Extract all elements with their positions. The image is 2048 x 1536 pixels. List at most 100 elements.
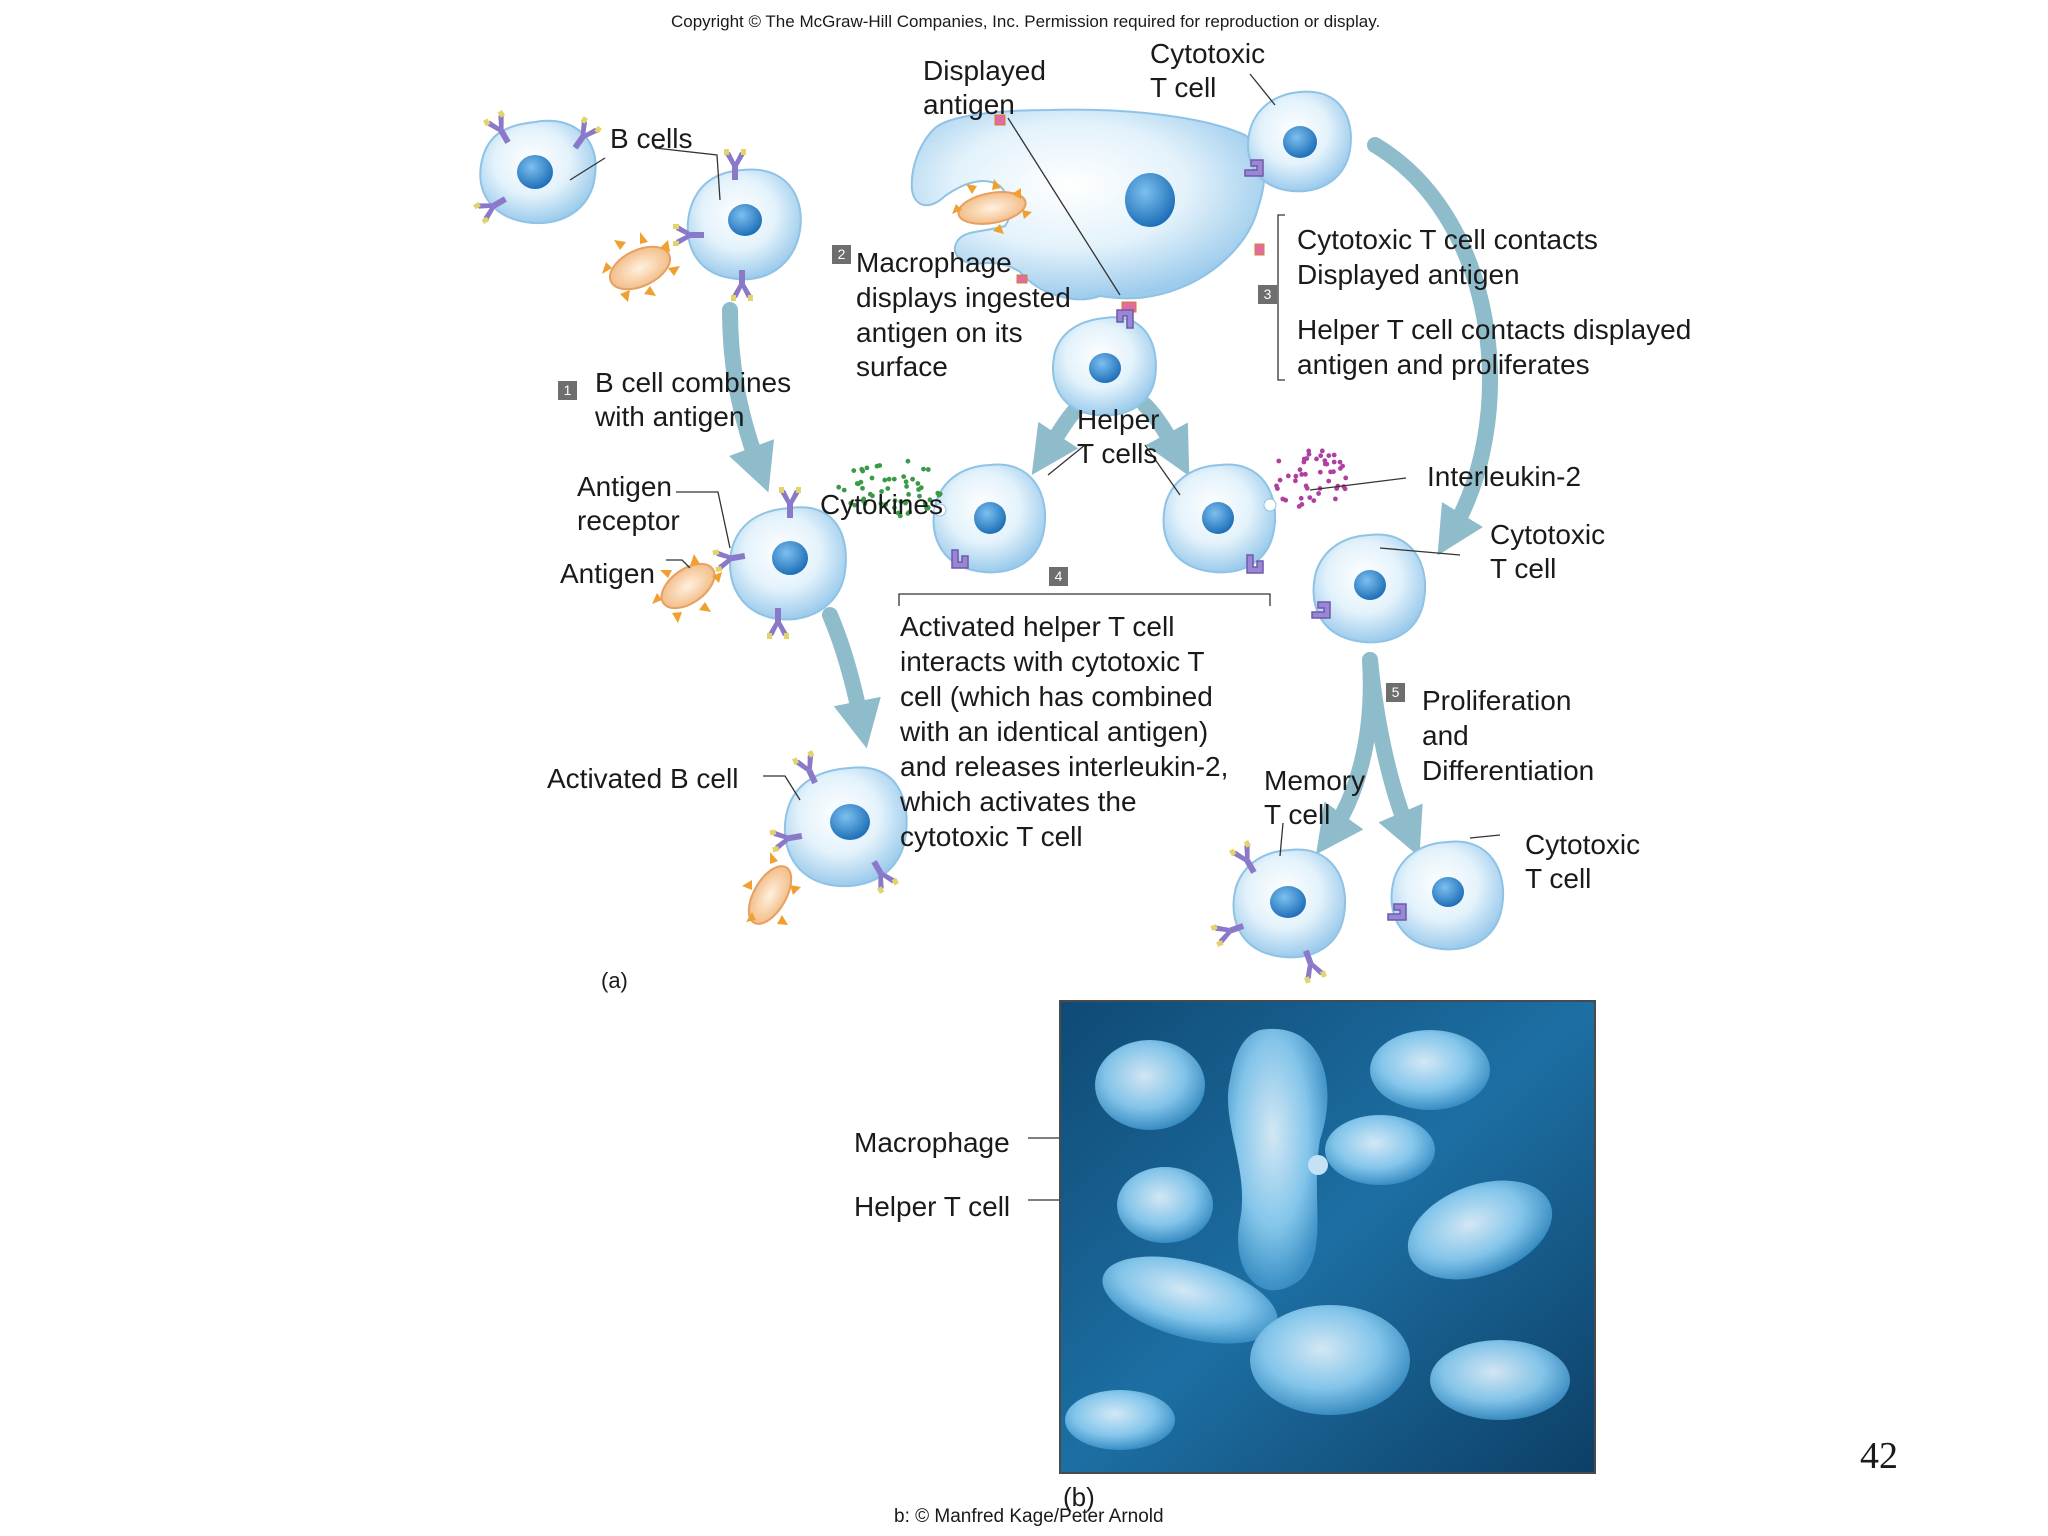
dot bbox=[897, 513, 903, 519]
step3-text-1: Cytotoxic T cell contacts bbox=[1297, 224, 1598, 255]
leader-lines bbox=[569, 73, 1501, 1201]
dot bbox=[1298, 495, 1304, 501]
dot bbox=[915, 481, 921, 486]
cytotoxic-t-cell-top bbox=[1244, 90, 1352, 193]
label-cytotoxic-bottom-1: Cytotoxic bbox=[1525, 829, 1641, 860]
dot bbox=[1304, 485, 1310, 491]
step3-text-5: antigen and proliferates bbox=[1297, 349, 1590, 380]
helper-t-cell-right bbox=[1162, 463, 1277, 574]
dot bbox=[1307, 495, 1313, 500]
label-cytotoxic-top-2: T cell bbox=[1150, 72, 1217, 103]
dot bbox=[851, 468, 857, 473]
dot bbox=[885, 486, 891, 491]
macrophage bbox=[910, 108, 1266, 313]
dot bbox=[925, 467, 931, 472]
dot bbox=[879, 489, 884, 494]
bracket-step4 bbox=[898, 593, 1271, 606]
label-b-cells: B cells bbox=[610, 123, 693, 154]
dot bbox=[1331, 469, 1336, 475]
dot bbox=[1318, 453, 1324, 459]
interleukin-dots bbox=[1274, 448, 1349, 509]
step5-text-1: Proliferation bbox=[1422, 685, 1572, 716]
dot bbox=[1326, 453, 1332, 458]
step2-text-3: antigen on its bbox=[856, 317, 1023, 348]
dot bbox=[1319, 448, 1325, 454]
dot bbox=[937, 491, 943, 497]
dot bbox=[878, 501, 884, 506]
dot bbox=[1311, 498, 1317, 503]
dot bbox=[901, 474, 907, 479]
cytotoxic-t-cell-bottom bbox=[1387, 840, 1505, 951]
step5-text-3: Differentiation bbox=[1422, 755, 1595, 786]
label-antigen: Antigen bbox=[560, 558, 655, 589]
dot bbox=[904, 484, 909, 489]
dot bbox=[1301, 459, 1307, 465]
label-cytotoxic-bottom-2: T cell bbox=[1525, 863, 1592, 894]
dot bbox=[869, 475, 875, 481]
step-number-4: 4 bbox=[1049, 567, 1068, 586]
dot bbox=[1297, 467, 1303, 473]
step-number-3: 3 bbox=[1258, 285, 1277, 304]
dot bbox=[1333, 496, 1338, 502]
dot bbox=[1276, 458, 1282, 464]
label-memory-t-cell-1: Memory bbox=[1264, 765, 1366, 796]
dot bbox=[861, 496, 867, 502]
dot bbox=[1277, 477, 1283, 483]
helper-t-cell-left bbox=[932, 463, 1047, 574]
arrow-prolif-right bbox=[1362, 652, 1423, 858]
dot bbox=[927, 497, 933, 503]
micrograph-label-helper-t-cell: Helper T cell bbox=[854, 1191, 1011, 1222]
b-cell-resting bbox=[473, 110, 602, 225]
step-number-5: 5 bbox=[1386, 683, 1405, 702]
dot bbox=[1331, 452, 1337, 458]
electron-micrograph bbox=[1059, 1000, 1596, 1474]
dot bbox=[1293, 478, 1298, 484]
dot bbox=[874, 463, 880, 469]
step1-text-1: B cell combines bbox=[595, 367, 792, 398]
dot bbox=[1337, 459, 1343, 465]
dot bbox=[854, 481, 860, 486]
label-cytotoxic-mid-2: T cell bbox=[1490, 553, 1557, 584]
dot bbox=[1306, 451, 1312, 457]
dot bbox=[917, 493, 922, 499]
dot bbox=[898, 499, 904, 504]
panel-b-label: (b) bbox=[1063, 1482, 1095, 1512]
cytotoxic-t-cell-mid bbox=[1311, 533, 1427, 644]
dot bbox=[891, 476, 897, 482]
step2-text-4: surface bbox=[856, 351, 948, 382]
dot bbox=[922, 501, 928, 506]
dot bbox=[921, 466, 926, 472]
label-displayed-antigen-2: antigen bbox=[923, 89, 1015, 120]
dot bbox=[1283, 497, 1289, 503]
step5-text-2: and bbox=[1422, 720, 1469, 751]
arrow-to-activated-b bbox=[822, 607, 881, 749]
dot bbox=[1331, 459, 1337, 465]
step2-text-1: Macrophage bbox=[856, 247, 1012, 278]
dot bbox=[1304, 456, 1310, 461]
step-number-1: 1 bbox=[558, 381, 577, 400]
b-cell-with-antigen bbox=[652, 487, 847, 639]
brackets bbox=[898, 214, 1285, 606]
step1-text-2: with antigen bbox=[595, 401, 745, 432]
dot bbox=[864, 465, 870, 471]
panel-a-label: (a) bbox=[601, 968, 628, 993]
label-cytotoxic-top-1: Cytotoxic bbox=[1150, 38, 1266, 69]
arrow-prolif-left bbox=[1316, 652, 1379, 855]
dot bbox=[892, 498, 898, 503]
dot bbox=[852, 502, 857, 508]
dot bbox=[1316, 491, 1321, 496]
step4-text-6: which activates the bbox=[900, 786, 1137, 817]
step4-text-4: with an identical antigen) bbox=[900, 716, 1209, 747]
dot bbox=[1317, 469, 1323, 475]
dot bbox=[1338, 466, 1343, 471]
dot bbox=[1303, 471, 1308, 477]
copyright-notice: Copyright © The McGraw-Hill Companies, I… bbox=[671, 12, 1381, 31]
dot bbox=[1285, 473, 1291, 479]
step2-text-2: displays ingested bbox=[856, 282, 1071, 313]
dot bbox=[907, 509, 912, 515]
dot bbox=[886, 476, 892, 482]
label-displayed-antigen-1: Displayed bbox=[923, 55, 1046, 86]
dot bbox=[848, 500, 854, 506]
